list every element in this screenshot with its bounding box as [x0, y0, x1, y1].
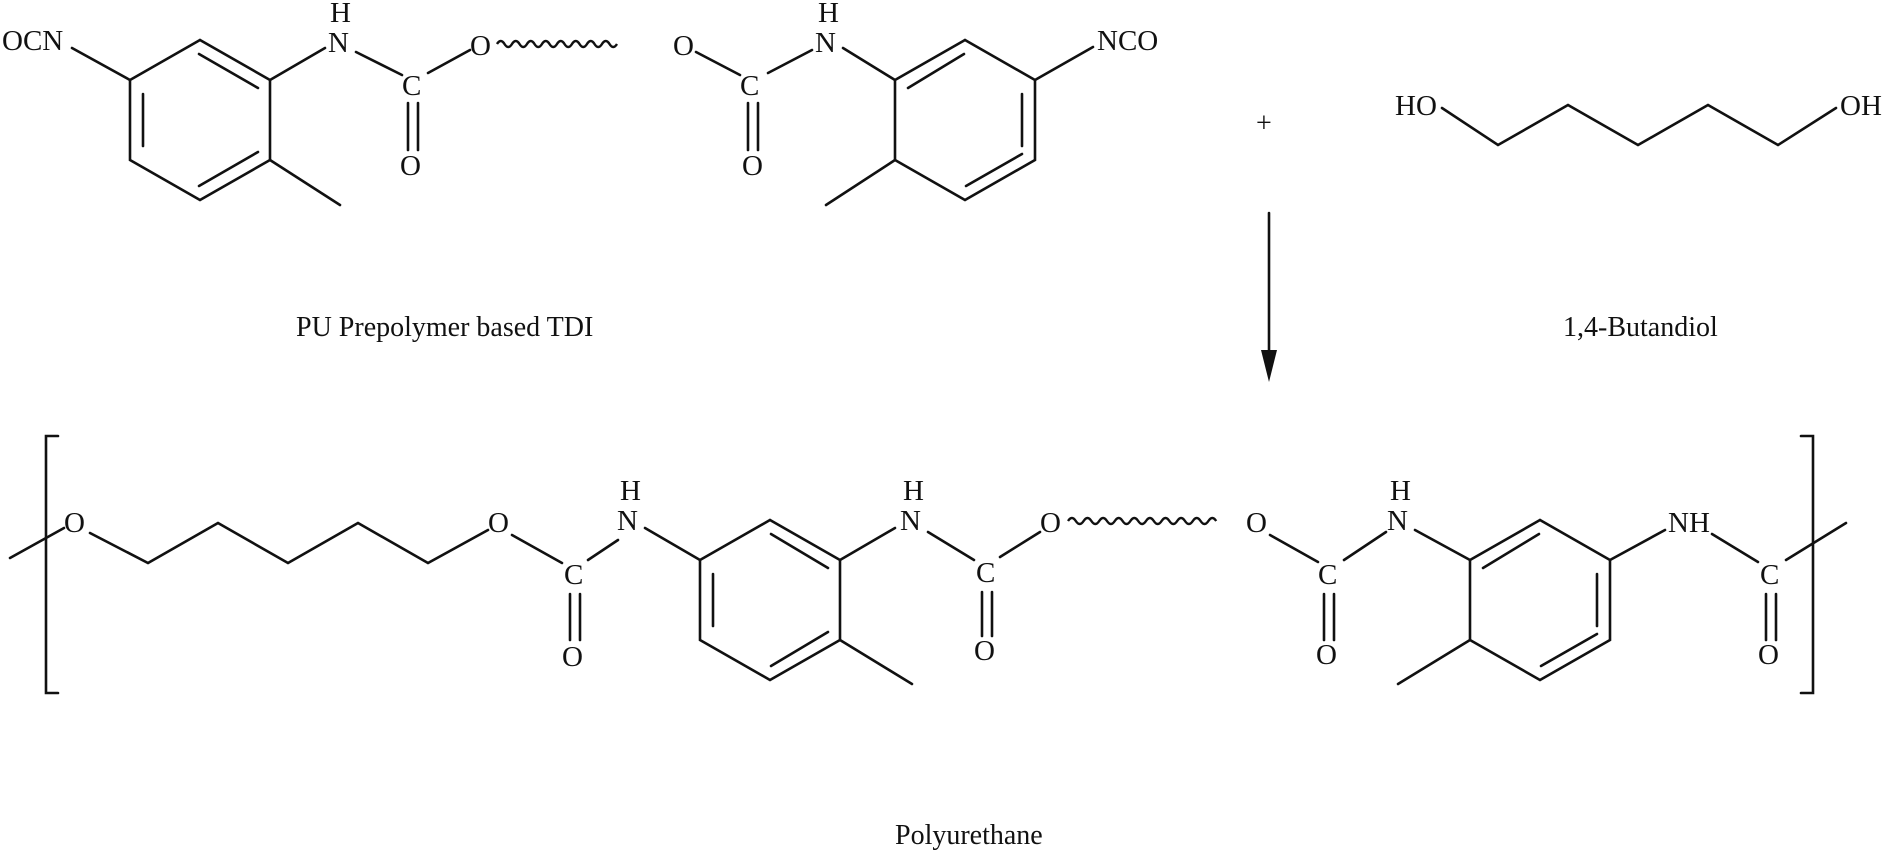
polyurethane-caption: Polyurethane — [895, 820, 1043, 851]
carbonyl-o-label: O — [1316, 639, 1337, 671]
ether-o-label: O — [64, 507, 85, 539]
ocn-label: OCN — [2, 25, 63, 57]
butanediol-caption: 1,4-Butandiol — [1563, 312, 1718, 343]
plus-sign: + — [1256, 108, 1272, 139]
product-benzene-ring-left — [643, 518, 914, 686]
ester-o-label: O — [488, 507, 509, 539]
left-bracket — [44, 434, 60, 695]
nh-h-label: H — [620, 475, 641, 507]
soft-segment-wavy-line — [1066, 516, 1218, 526]
left-benzene-ring — [70, 38, 342, 207]
nh-n-label: N — [617, 505, 638, 537]
carbonyl-c-label: C — [402, 70, 421, 102]
prepolymer-structure: OCN H N C O O O C O H N NCO — [2, 0, 1158, 207]
nh-h-label: H — [818, 0, 839, 29]
carbonyl-o-label: O — [974, 635, 995, 667]
ho-label: HO — [1395, 90, 1437, 122]
nh-n-label: N — [1387, 505, 1408, 537]
right-benzene-ring — [824, 38, 1095, 207]
nh-h-label: H — [903, 475, 924, 507]
right-bracket — [1799, 434, 1815, 695]
carbonyl-o-label: O — [742, 150, 763, 182]
carbonyl-o-label: O — [1758, 639, 1779, 671]
polyurethane-structure: O O C O H N H N C O O O — [8, 434, 1848, 695]
ester-o-label: O — [470, 30, 491, 62]
carbonyl-c-label: C — [1318, 559, 1337, 591]
ester-o-label: O — [1246, 507, 1267, 539]
reaction-arrow — [1261, 211, 1277, 382]
ester-o-label: O — [1040, 507, 1061, 539]
carbonyl-o-label: O — [400, 150, 421, 182]
carbonyl-c-label: C — [1760, 559, 1779, 591]
nh-n-label: N — [900, 505, 921, 537]
carbonyl-c-label: C — [976, 557, 995, 589]
oh-label: OH — [1840, 90, 1882, 122]
ester-o-label: O — [673, 30, 694, 62]
carbonyl-c-label: C — [740, 70, 759, 102]
nh-label: NH — [1668, 507, 1710, 539]
carbonyl-c-label: C — [564, 559, 583, 591]
product-benzene-ring-right — [1396, 518, 1667, 686]
carbonyl-o-label: O — [562, 641, 583, 673]
soft-segment-wavy-line — [495, 39, 619, 49]
prepolymer-caption: PU Prepolymer based TDI — [296, 312, 593, 343]
nh-h-label: H — [330, 0, 351, 29]
nh-n-label: N — [328, 27, 349, 59]
butanediol-structure: HO OH — [1395, 90, 1882, 147]
nco-label: NCO — [1097, 25, 1158, 57]
nh-h-label: H — [1390, 475, 1411, 507]
nh-n-label: N — [815, 27, 836, 59]
